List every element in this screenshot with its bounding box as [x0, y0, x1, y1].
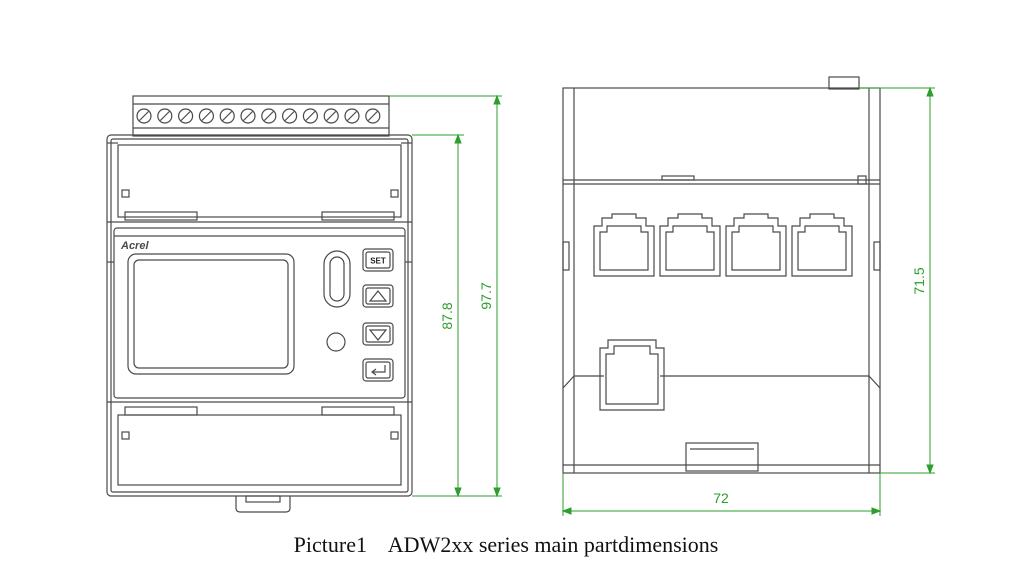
terminal-screw-icon	[365, 108, 381, 124]
bottom-clip	[685, 442, 759, 472]
rj-ports	[593, 213, 853, 277]
terminal-screws	[136, 108, 381, 124]
dim-side-width: 72	[713, 490, 729, 506]
figure-caption: Picture1 ADW2xx series main partdimensio…	[0, 532, 1012, 558]
rj-port	[593, 213, 655, 277]
terminal-screw-icon	[198, 108, 214, 124]
dim-front-inner-height: 87.8	[439, 302, 455, 329]
terminal-screw-icon	[282, 108, 298, 124]
caption-text: ADW2xx series main partdimensions	[387, 532, 719, 557]
terminal-screw-icon	[178, 108, 194, 124]
set-button-label: SET	[370, 257, 386, 266]
dim-side-height: 71.5	[911, 267, 927, 294]
enter-arrow-icon	[371, 365, 386, 376]
top-tab	[828, 76, 860, 90]
terminal-screw-icon	[261, 108, 277, 124]
set-button	[362, 248, 394, 272]
terminal-block	[132, 95, 390, 137]
terminal-screw-icon	[302, 108, 318, 124]
front-panel	[113, 227, 406, 399]
rj-port-single	[599, 339, 665, 411]
terminal-screw-icon	[157, 108, 173, 124]
terminal-screw-icon	[240, 108, 256, 124]
front-view	[106, 95, 413, 513]
caption-label: Picture1	[293, 532, 367, 557]
round-button	[326, 332, 346, 352]
front-body	[106, 134, 413, 497]
oval-window	[323, 250, 351, 308]
brand-label: Acrel	[120, 240, 149, 252]
lcd-screen	[127, 253, 295, 375]
dimension-drawing: Acrel SET 87.8 97.7 71.5 72	[106, 76, 935, 516]
side-body	[562, 87, 881, 474]
terminal-screw-icon	[344, 108, 360, 124]
rj-port	[791, 213, 853, 277]
terminal-screw-icon	[323, 108, 339, 124]
up-button	[362, 284, 394, 308]
side-view	[562, 76, 881, 474]
down-button	[362, 322, 394, 346]
enter-button	[362, 358, 394, 382]
rj-port	[725, 213, 787, 277]
din-clip	[235, 496, 291, 513]
down-arrow-icon	[368, 329, 388, 341]
rj-port	[659, 213, 721, 277]
up-arrow-icon	[368, 290, 388, 302]
terminal-screw-icon	[136, 108, 152, 124]
terminal-screw-icon	[219, 108, 235, 124]
dim-front-total-height: 97.7	[478, 282, 494, 309]
